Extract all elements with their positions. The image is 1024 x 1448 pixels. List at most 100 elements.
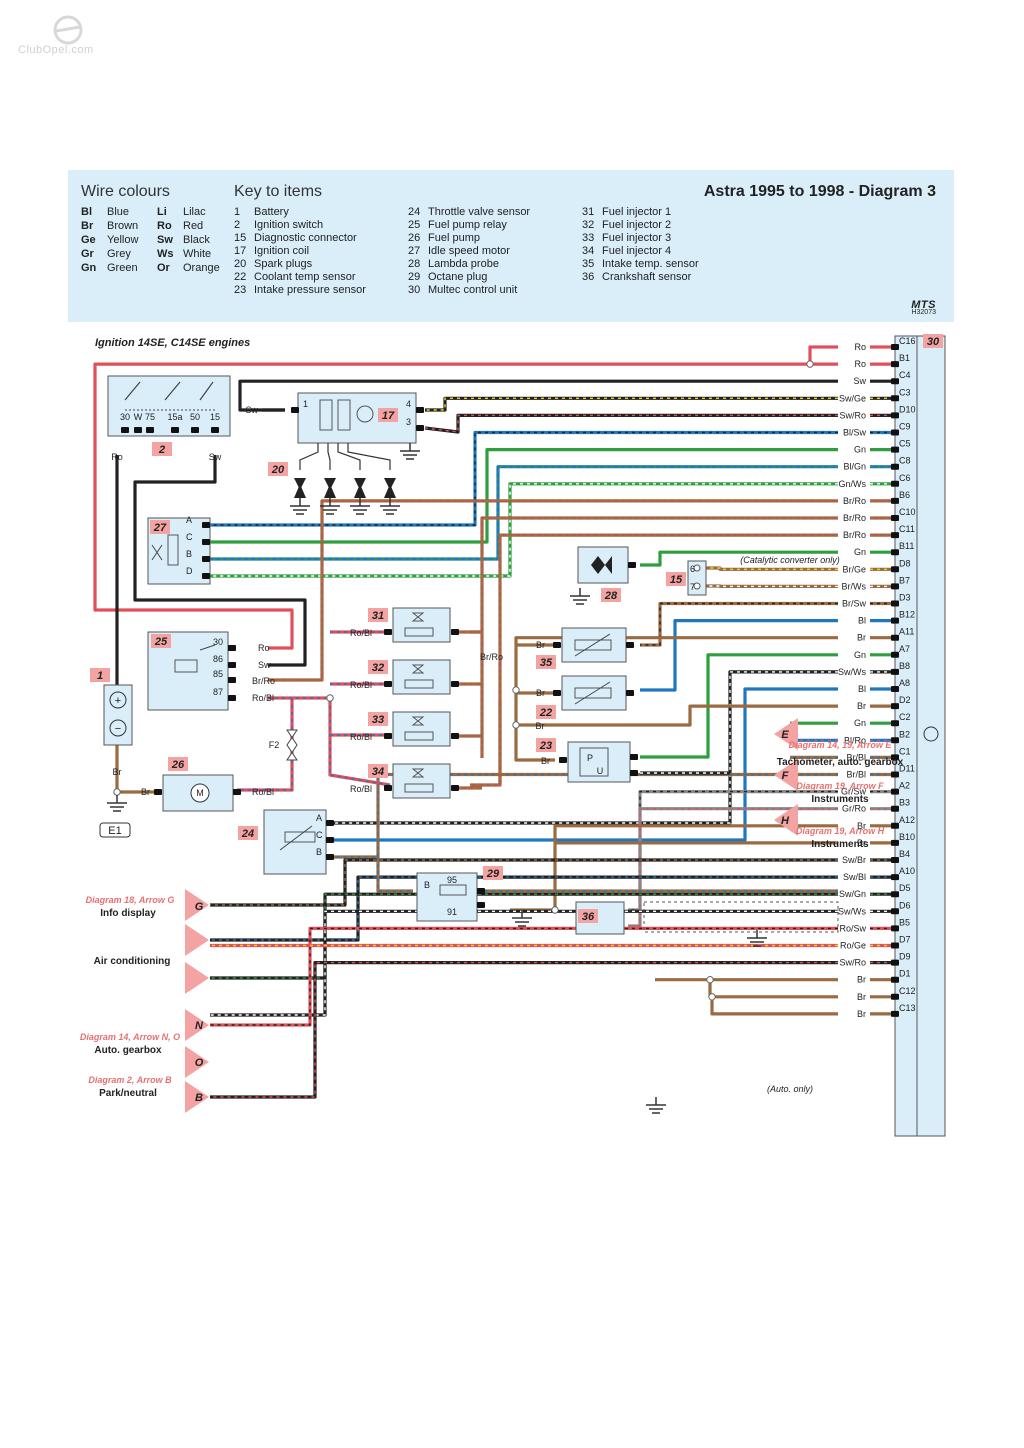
key-number: 31: [582, 206, 595, 218]
connection-letter: O: [195, 1057, 204, 1069]
battery-minus-glyph: −: [115, 723, 121, 735]
wire: [425, 396, 838, 412]
ecu-wire-label: Br/Ro: [843, 513, 866, 523]
wire-trace: [640, 602, 838, 646]
pressure-cell-icon: [579, 747, 609, 777]
ignition-switch-terminal: [146, 427, 154, 433]
thermistor-arrow-icon: [574, 681, 611, 705]
junction: [113, 788, 121, 796]
key-label: Fuel pump: [428, 232, 480, 244]
key-label: Fuel injector 4: [602, 245, 672, 257]
item-badge: [601, 588, 621, 602]
key-number: 20: [234, 258, 247, 270]
terminal: [228, 677, 236, 683]
terminal: [326, 837, 334, 843]
ecu-pin-label: A7: [899, 644, 910, 654]
connection-reference: Diagram 14, 19, Arrow E: [789, 740, 893, 750]
wire: [516, 704, 838, 727]
spark-plug-icon: [294, 484, 306, 498]
terminal: [553, 642, 561, 648]
ecu-pin-terminal: [891, 737, 899, 744]
ecu-wire-label: Gn: [854, 445, 866, 455]
wire: [640, 550, 838, 567]
key-label: Diagnostic connector: [254, 232, 357, 244]
ecu-pin-label: C8: [899, 456, 911, 466]
key-label: Coolant temp sensor: [254, 271, 356, 283]
key-label: Intake temp. sensor: [602, 258, 699, 270]
ecu-wire-label: Ro: [854, 359, 866, 369]
ecu-pin-label: C2: [899, 712, 911, 722]
item-badge: [483, 866, 503, 880]
terminal: [202, 573, 210, 579]
ignition-switch-pin: 30: [120, 412, 130, 422]
diag-pin: 6: [690, 564, 695, 574]
ecu-pin-label: D3: [899, 593, 911, 603]
junction: [551, 906, 559, 914]
ignition-switch-terminal: [191, 427, 199, 433]
wire-colour-name: Orange: [183, 262, 220, 274]
octane-plug: [416, 872, 478, 922]
injector-coil-icon: [404, 731, 434, 741]
ignition-switch-pin: W: [134, 412, 143, 422]
wire: [93, 362, 838, 650]
ecu-wire-label: Br: [857, 701, 866, 711]
wire: [514, 636, 838, 762]
key-number: 22: [234, 271, 247, 283]
ecu-wire-label: Bl/Sw: [843, 428, 867, 438]
wire-trace: [210, 910, 838, 1016]
item-number: 26: [171, 759, 185, 771]
ground-icon: [646, 1097, 666, 1114]
pot-wiper-icon: [279, 825, 313, 851]
ground-icon: [512, 910, 532, 927]
ecu-pin-label: B7: [899, 575, 910, 585]
connection-arrow-icon: [774, 718, 798, 750]
wire-code: Ge: [81, 234, 96, 246]
key-label: Fuel injector 2: [602, 219, 672, 231]
ecu-wire-label: Br/Ge: [842, 564, 866, 574]
plug-lead: [337, 443, 361, 470]
wire-label: Ro: [258, 643, 270, 653]
wire-colour-name: White: [183, 248, 212, 260]
wire-label: Br: [536, 640, 545, 650]
connection-description: Park/neutral: [99, 1088, 157, 1099]
item-badge: [923, 334, 943, 348]
ecu-wire-label: Gr/Sw: [841, 787, 867, 797]
open-terminal: [693, 582, 701, 590]
fuse-label: F2: [269, 740, 280, 750]
battery-plus-glyph: +: [115, 695, 121, 707]
ecu-pin-terminal: [891, 532, 899, 539]
wire-trace: [210, 876, 838, 941]
wire-colour-name: Red: [183, 220, 204, 232]
ecu-pin-label: B5: [899, 917, 910, 927]
sensor-pin: C: [316, 830, 323, 840]
ecu-pin-terminal: [891, 463, 899, 470]
connection-letter: H: [781, 815, 790, 827]
wire-label: Ro/Bl: [350, 784, 372, 794]
ecu-pin-label: D9: [899, 952, 911, 962]
connection-arrow-icon: [185, 924, 209, 956]
terminal: [630, 754, 638, 760]
ecu-pin-terminal: [891, 993, 899, 1000]
ecu-wire-label: Br/Ro: [843, 530, 866, 540]
wire-label: Ro/Bl: [350, 732, 372, 742]
ecu-wire-label: Gn: [854, 650, 866, 660]
wire-label: Br: [141, 787, 150, 797]
ecu-pin-label: D8: [899, 558, 911, 568]
ecu-pin-terminal: [891, 668, 899, 675]
item-badge: [536, 738, 556, 752]
key-number: 27: [408, 245, 421, 257]
wire-trace: [333, 671, 838, 824]
earth-point-box: [99, 822, 131, 838]
item-number: 15: [670, 574, 683, 586]
ecu-pin-terminal: [891, 634, 899, 641]
key-label: Fuel injector 3: [602, 232, 672, 244]
wire-colour-name: Lilac: [183, 206, 206, 218]
wire-label: Ro/Bl: [252, 787, 274, 797]
ecu-pin-label: C11: [899, 524, 915, 534]
connection-arrow-icon: [185, 962, 209, 994]
wire: [808, 345, 838, 365]
